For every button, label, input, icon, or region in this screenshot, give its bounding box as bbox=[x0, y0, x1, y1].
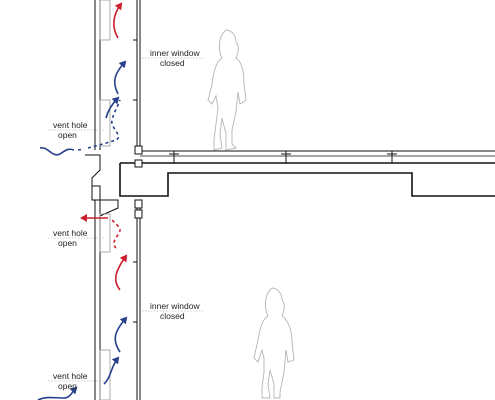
intake-arrow-upper-2 bbox=[39, 96, 121, 156]
svg-text:vent hole: vent hole bbox=[53, 371, 88, 381]
svg-text:inner window: inner window bbox=[150, 301, 200, 311]
vent-flap-lower-bottom bbox=[99, 349, 111, 400]
label-vent-hole-upper: vent hole open bbox=[48, 120, 104, 140]
label-vent-hole-lower: vent hole open bbox=[48, 371, 104, 391]
intake-arrow-lower-1 bbox=[114, 316, 128, 353]
floor-joists bbox=[169, 151, 397, 163]
label-inner-window-upper: inner window closed bbox=[142, 48, 205, 68]
vent-flap-upper-bottom bbox=[99, 99, 111, 147]
label-inner-window-lower: inner window closed bbox=[142, 301, 205, 321]
person-silhouette-icon bbox=[253, 287, 295, 399]
svg-text:closed: closed bbox=[160, 311, 185, 321]
svg-text:inner window: inner window bbox=[150, 48, 200, 58]
facade-floor-junction bbox=[85, 145, 143, 219]
svg-text:closed: closed bbox=[160, 58, 185, 68]
exhaust-arrow-upper bbox=[113, 2, 123, 39]
vent-flap-upper-top bbox=[99, 0, 111, 41]
intake-arrow-upper-1 bbox=[113, 60, 127, 95]
floor-slab bbox=[119, 150, 495, 197]
person-silhouette-icon bbox=[207, 29, 247, 151]
svg-text:vent hole: vent hole bbox=[53, 120, 88, 130]
svg-text:open: open bbox=[58, 130, 77, 140]
intake-arrow-lower-2 bbox=[37, 356, 120, 400]
svg-text:open: open bbox=[58, 238, 77, 248]
inner-skin bbox=[136, 0, 141, 400]
mullion-ticks bbox=[133, 39, 137, 323]
svg-text:open: open bbox=[58, 381, 77, 391]
exhaust-arrow-lower bbox=[80, 214, 128, 291]
label-vent-hole-middle: vent hole open bbox=[48, 228, 104, 248]
svg-text:vent hole: vent hole bbox=[53, 228, 88, 238]
vent-flap-lower-top bbox=[99, 199, 119, 253]
